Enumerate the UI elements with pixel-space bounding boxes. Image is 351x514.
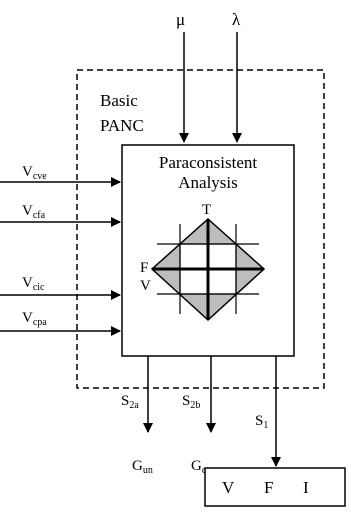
svg-text:Vcic: Vcic	[22, 275, 45, 293]
vcic-main: V	[22, 275, 33, 291]
basic-panc-dashed-block	[76, 69, 325, 389]
basic-label: Basic	[100, 91, 138, 110]
panc-label: PANC	[100, 116, 144, 135]
svg-text:Vcfa: Vcfa	[22, 203, 46, 221]
analysis-title-line1: Paraconsistent	[159, 153, 257, 172]
s1-label: S1	[255, 413, 268, 431]
lattice-diamond	[150, 217, 266, 322]
s2a-label: S2a	[121, 393, 139, 411]
vcpa-main: V	[22, 310, 33, 326]
result-i: I	[303, 478, 309, 497]
svg-text:Vcve: Vcve	[22, 164, 47, 182]
lattice-top-label: T	[202, 202, 211, 218]
s2b-label: S2b	[182, 393, 200, 411]
result-f: F	[264, 478, 273, 497]
result-v: V	[222, 478, 235, 497]
lattice-f-label: F	[140, 260, 148, 276]
vcve-sub: cve	[33, 171, 47, 182]
vcpa-sub: cpa	[33, 317, 47, 328]
input-vcpa: Vcpa	[0, 310, 121, 336]
input-vcve: Vcve	[0, 164, 121, 187]
input-vcic: Vcic	[0, 275, 121, 300]
analysis-title-line2: Analysis	[178, 173, 238, 192]
mu-label: μ	[176, 10, 185, 29]
vcfa-main: V	[22, 203, 33, 219]
result-box	[204, 467, 346, 507]
svg-text:Vcpa: Vcpa	[22, 310, 47, 328]
vcfa-sub: cfa	[33, 210, 46, 221]
vcic-sub: cic	[33, 282, 45, 293]
lattice-v-label: V	[140, 278, 151, 294]
gun-label: Gun	[132, 458, 153, 476]
input-vcfa: Vcfa	[0, 203, 121, 227]
lambda-label: λ	[232, 10, 241, 29]
vcve-main: V	[22, 164, 33, 180]
